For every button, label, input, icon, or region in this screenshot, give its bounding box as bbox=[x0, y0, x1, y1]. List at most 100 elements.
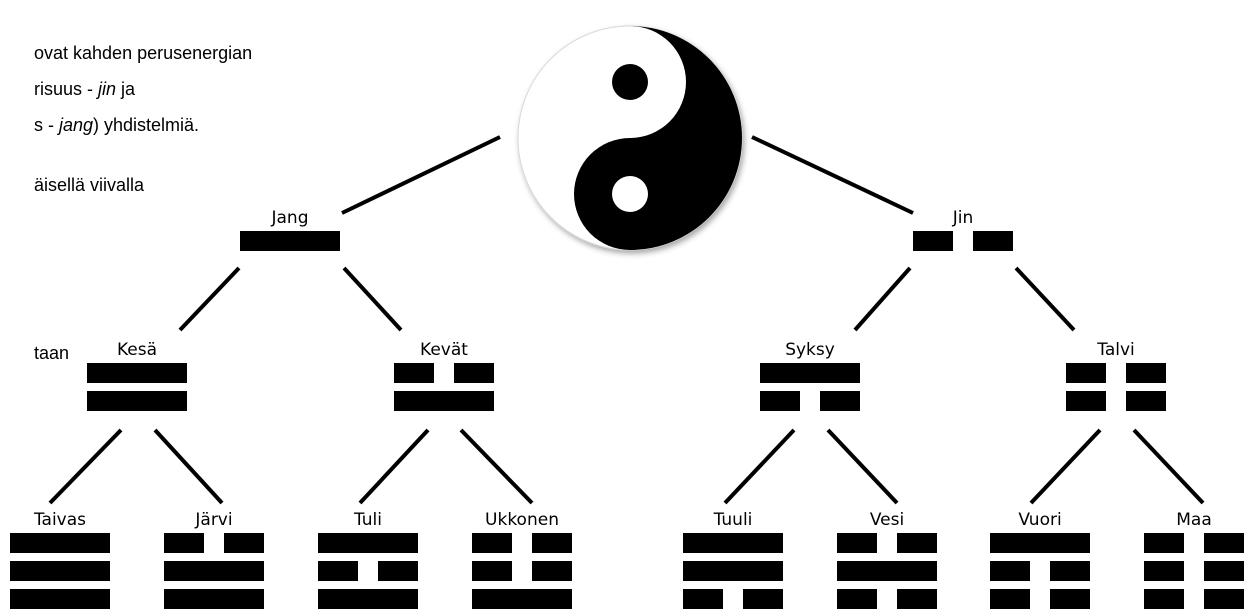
trigram-node: Tuli bbox=[318, 510, 418, 609]
node-label: Syksy bbox=[785, 340, 835, 360]
solid-line bbox=[990, 533, 1090, 553]
solid-line bbox=[318, 533, 418, 553]
node-label: Vesi bbox=[870, 510, 904, 530]
node-label: Järvi bbox=[194, 510, 232, 530]
solid-line bbox=[240, 231, 340, 251]
trigram-node: Maa bbox=[1144, 510, 1244, 609]
broken-line-right bbox=[532, 561, 572, 581]
broken-line-right bbox=[454, 363, 494, 383]
broken-line-right bbox=[1050, 589, 1090, 609]
solid-line bbox=[10, 533, 110, 553]
broken-line-left bbox=[1144, 561, 1184, 581]
connector-line bbox=[341, 135, 501, 215]
solid-line bbox=[318, 589, 418, 609]
solid-line bbox=[683, 561, 783, 581]
solid-line bbox=[394, 391, 494, 411]
broken-line-left bbox=[1066, 363, 1106, 383]
node-label: Jang bbox=[271, 208, 309, 228]
broken-line-left bbox=[837, 533, 877, 553]
node-label: Maa bbox=[1176, 510, 1212, 530]
broken-line-right bbox=[532, 533, 572, 553]
broken-line-left bbox=[990, 589, 1030, 609]
broken-line-right bbox=[897, 589, 937, 609]
solid-line bbox=[87, 391, 187, 411]
connector-line bbox=[723, 428, 796, 505]
intro-line-2: risuus - jin ja bbox=[34, 79, 136, 99]
broken-line-right bbox=[1204, 561, 1244, 581]
solid-line bbox=[683, 533, 783, 553]
trigram-node: Vesi bbox=[837, 510, 937, 609]
broken-line-left bbox=[913, 231, 953, 251]
broken-line-right bbox=[743, 589, 783, 609]
broken-line-left bbox=[164, 533, 204, 553]
connector-line bbox=[178, 266, 241, 332]
broken-line-right bbox=[1204, 533, 1244, 553]
broken-line-left bbox=[760, 391, 800, 411]
trigram-node: Järvi bbox=[164, 510, 264, 609]
connector-line bbox=[1132, 428, 1205, 505]
solid-line bbox=[164, 589, 264, 609]
connector-line bbox=[153, 428, 224, 505]
solid-line bbox=[472, 589, 572, 609]
connector-line bbox=[342, 266, 403, 332]
broken-line-right bbox=[1204, 589, 1244, 609]
broken-line-right bbox=[378, 561, 418, 581]
intro-line-5: taan bbox=[34, 343, 70, 363]
intro-line-1: ovat kahden perusenergian bbox=[34, 43, 253, 63]
node-label: Taivas bbox=[33, 510, 86, 530]
connector-line bbox=[1014, 266, 1076, 332]
connector-line bbox=[1029, 428, 1102, 505]
connector-line bbox=[853, 266, 912, 332]
solid-line bbox=[837, 561, 937, 581]
broken-line-left bbox=[1066, 391, 1106, 411]
broken-line-right bbox=[897, 533, 937, 553]
node-label: Talvi bbox=[1096, 340, 1135, 360]
connector-line bbox=[358, 428, 430, 505]
trigram-node: Talvi bbox=[1066, 340, 1166, 411]
trigram-node: Jin bbox=[913, 208, 1013, 251]
intro-line-3: s - jang) yhdistelmiä. bbox=[34, 115, 200, 135]
node-label: Tuli bbox=[353, 510, 382, 530]
trigram-node: Vuori bbox=[990, 510, 1090, 609]
trigram-node: Kesä bbox=[87, 340, 187, 411]
broken-line-left bbox=[683, 589, 723, 609]
broken-line-left bbox=[837, 589, 877, 609]
broken-line-right bbox=[973, 231, 1013, 251]
broken-line-left bbox=[1144, 533, 1184, 553]
node-label: Kesä bbox=[117, 340, 157, 360]
trigram-node: Jang bbox=[240, 208, 340, 251]
connector-line bbox=[751, 135, 914, 215]
trigram-node: Syksy bbox=[760, 340, 860, 411]
node-label: Vuori bbox=[1018, 510, 1061, 530]
broken-line-left bbox=[472, 561, 512, 581]
solid-line bbox=[10, 589, 110, 609]
node-label: Ukkonen bbox=[485, 510, 559, 530]
broken-line-left bbox=[1144, 589, 1184, 609]
tree-connectors bbox=[48, 135, 1205, 505]
solid-line bbox=[87, 363, 187, 383]
intro-line-4: äisellä viivalla bbox=[34, 175, 145, 195]
broken-line-left bbox=[472, 533, 512, 553]
broken-line-left bbox=[394, 363, 434, 383]
broken-line-right bbox=[820, 391, 860, 411]
node-label: Tuuli bbox=[713, 510, 753, 530]
node-label: Kevät bbox=[420, 340, 468, 360]
solid-line bbox=[164, 561, 264, 581]
broken-line-right bbox=[1126, 363, 1166, 383]
trigram-node: Taivas bbox=[10, 510, 110, 609]
node-label: Jin bbox=[952, 208, 974, 228]
broken-line-right bbox=[1126, 391, 1166, 411]
broken-line-left bbox=[318, 561, 358, 581]
broken-line-right bbox=[1050, 561, 1090, 581]
yin-yang-icon bbox=[517, 25, 743, 251]
solid-line bbox=[760, 363, 860, 383]
connector-line bbox=[48, 428, 123, 505]
trigram-node: Tuuli bbox=[683, 510, 783, 609]
solid-line bbox=[10, 561, 110, 581]
trigram-node: Ukkonen bbox=[472, 510, 572, 609]
connector-line bbox=[459, 428, 534, 505]
broken-line-left bbox=[990, 561, 1030, 581]
trigram-node: Kevät bbox=[394, 340, 494, 411]
